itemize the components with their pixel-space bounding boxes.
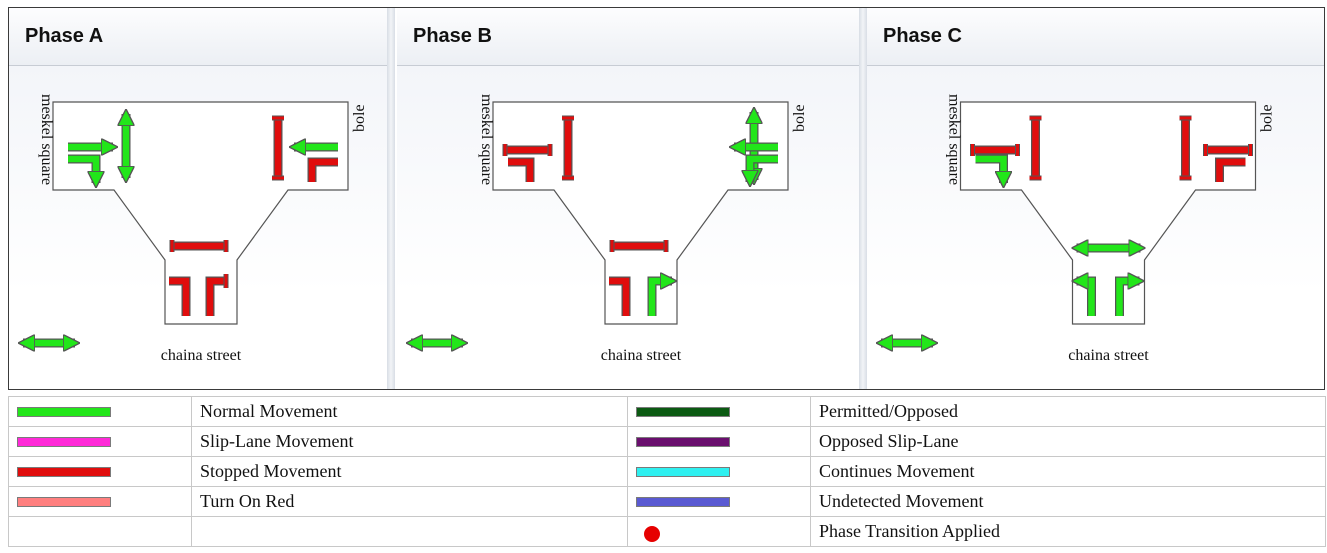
- intersection-diagram: meskel square bole chaina street: [9, 94, 368, 364]
- legend-label: Slip-Lane Movement: [191, 426, 628, 457]
- road-label-right: bole: [791, 104, 808, 132]
- legend-row: Slip-Lane Movement Opposed Slip-Lane: [8, 426, 1326, 457]
- south-right-turn-arrow: [1115, 281, 1140, 316]
- west-through-stop: [502, 144, 553, 156]
- intersection-outline: [52, 101, 349, 325]
- legend-swatch-cell: [627, 486, 811, 517]
- legend-swatch-cell: [8, 516, 192, 547]
- panel-separator: [859, 8, 867, 389]
- intersection-diagram: meskel square bole chaina street: [397, 94, 808, 364]
- legend-label: Stopped Movement: [191, 456, 628, 487]
- legend-swatch-cell: [8, 456, 192, 487]
- legend-label: Opposed Slip-Lane: [810, 426, 1326, 457]
- road-label-bottom: chaina street: [161, 347, 242, 364]
- legend-row: Stopped Movement Continues Movement: [8, 456, 1326, 487]
- west-right-turn-arrow: [68, 154, 96, 183]
- west-left-turn-stop: [562, 115, 574, 181]
- legend-swatch: [636, 406, 730, 417]
- south-left-turn-arrow: [1077, 281, 1096, 316]
- south-right-turn-stop: [205, 276, 226, 316]
- legend-row: Normal Movement Permitted/Opposed: [8, 396, 1326, 427]
- east-left-turn-stop: [272, 115, 284, 181]
- west-right-turn-arrow: [975, 154, 1004, 183]
- road-label-left: meskel square: [38, 94, 55, 185]
- road-label-left: meskel square: [478, 94, 495, 185]
- west-through-stop: [970, 144, 1020, 156]
- legend-swatch-cell: [627, 516, 811, 547]
- legend-label: Undetected Movement: [810, 486, 1326, 517]
- phase-panel: Phase A meskel square bole chaina street: [9, 8, 387, 389]
- road-label-right: bole: [351, 104, 368, 132]
- legend-label: Normal Movement: [191, 396, 628, 427]
- east-left-turn-stop: [1179, 115, 1192, 181]
- legend-swatch: [636, 436, 730, 447]
- east-right-turn-stop: [307, 157, 338, 182]
- legend-swatch: [17, 406, 111, 417]
- south-left-turn-stop: [169, 276, 191, 316]
- legend-swatch: [636, 466, 730, 477]
- phase-header: Phase C: [867, 8, 1324, 66]
- east-through-stop: [1203, 144, 1253, 156]
- legend-swatch-cell: [8, 426, 192, 457]
- legend-swatch: [17, 436, 111, 447]
- south-crossing-stop: [169, 240, 229, 252]
- road-label-bottom: chaina street: [601, 347, 682, 364]
- legend-row: Turn On Red Undetected Movement: [8, 486, 1326, 517]
- road-label-right: bole: [1259, 104, 1276, 132]
- phase-panel: Phase B meskel square bole chaina street: [397, 8, 859, 389]
- legend-swatch-cell: [627, 426, 811, 457]
- phase-title: Phase C: [883, 25, 962, 47]
- south-left-turn-stop: [609, 276, 631, 316]
- south-crossing-stop: [609, 240, 669, 252]
- legend-swatch-cell: [627, 456, 811, 487]
- phase-header: Phase B: [397, 8, 859, 66]
- phase-title: Phase B: [413, 25, 492, 47]
- legend-label: [191, 516, 628, 547]
- intersection-outline: [959, 101, 1257, 325]
- legend-swatch: [17, 496, 111, 507]
- legend-label: Phase Transition Applied: [810, 516, 1326, 547]
- legend-label: Permitted/Opposed: [810, 396, 1326, 427]
- panel-separator: [387, 8, 395, 389]
- legend-label: Continues Movement: [810, 456, 1326, 487]
- road-label-bottom: chaina street: [1068, 347, 1149, 364]
- intersection-diagram: meskel square bole chaina street: [867, 94, 1276, 364]
- south-right-turn-arrow: [647, 281, 672, 316]
- transition-dot-icon: [644, 525, 660, 542]
- phase-title: Phase A: [25, 25, 104, 47]
- west-right-turn-stop: [508, 157, 535, 182]
- legend-swatch-cell: [8, 486, 192, 517]
- legend-label: Turn On Red: [191, 486, 628, 517]
- west-left-turn-stop: [1029, 115, 1042, 181]
- legend-swatch: [17, 466, 111, 477]
- legend-swatch-cell: [627, 396, 811, 427]
- intersection-outline: [492, 101, 789, 325]
- east-right-turn-arrow: [750, 154, 778, 182]
- road-label-left: meskel square: [946, 94, 963, 185]
- legend-row: Phase Transition Applied: [8, 516, 1326, 547]
- phase-header: Phase A: [9, 8, 387, 66]
- phase-panel: Phase C meskel square bole chaina street: [867, 8, 1324, 389]
- legend-swatch: [636, 496, 730, 507]
- legend-swatch-cell: [8, 396, 192, 427]
- east-right-turn-stop: [1215, 157, 1246, 182]
